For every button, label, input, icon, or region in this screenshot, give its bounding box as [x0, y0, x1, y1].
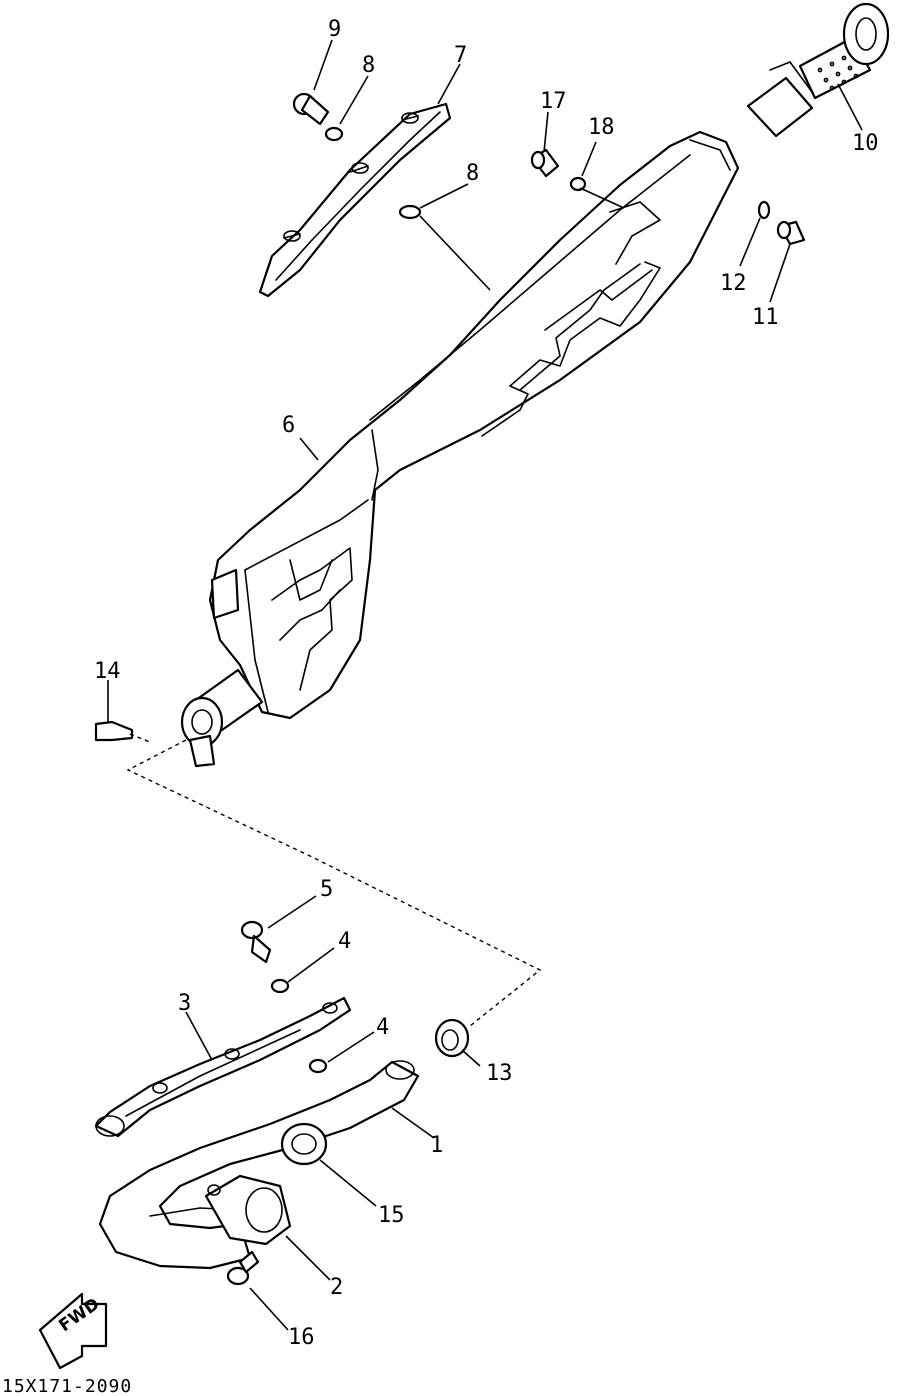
callout-10: 10	[852, 131, 879, 156]
callout-16: 16	[288, 1325, 315, 1350]
diagram-code: 15X171-2090	[2, 1376, 132, 1396]
part-3-lower-protector	[94, 996, 352, 1138]
callout-5: 5	[320, 877, 333, 902]
part-5-bolt	[240, 920, 272, 964]
callout-3: 3	[178, 991, 191, 1016]
callout-11: 11	[752, 305, 779, 330]
part-4-washer-lower	[308, 1058, 328, 1074]
part-7-upper-protector	[258, 102, 452, 298]
callout-15: 15	[378, 1203, 405, 1228]
callout-4: 4	[376, 1015, 389, 1040]
part-11-bolt	[776, 220, 806, 246]
callout-14: 14	[94, 659, 121, 684]
part-15-gasket	[280, 1122, 328, 1166]
part-18-washer	[569, 176, 587, 192]
part-9-bolt	[292, 92, 330, 126]
callout-8: 8	[362, 53, 375, 78]
callout-8: 8	[466, 161, 479, 186]
fwd-arrow-icon: FWD	[38, 1292, 108, 1370]
callout-7: 7	[454, 43, 467, 68]
part-14-bolt	[94, 720, 134, 742]
callout-labels: 9 8 7 17 18 8 10 12 11 6 14 5 4 3 4 13 1…	[94, 17, 879, 1350]
callout-12: 12	[720, 271, 747, 296]
callout-18: 18	[588, 115, 615, 140]
part-12-washer	[757, 200, 771, 220]
part-4-washer-upper	[270, 978, 290, 994]
callout-13: 13	[486, 1061, 513, 1086]
part-6-silencer	[180, 130, 740, 768]
callout-9: 9	[328, 17, 341, 42]
part-2-flange	[204, 1174, 292, 1246]
leader-lines	[107, 39, 863, 1331]
callout-6: 6	[282, 413, 295, 438]
callout-1: 1	[430, 1133, 443, 1158]
part-8-washer-upper	[324, 126, 344, 142]
callout-17: 17	[540, 89, 567, 114]
part-13-collar	[434, 1018, 470, 1058]
part-17-bolt	[530, 148, 560, 178]
assembly-dashed-lines	[126, 733, 542, 1027]
part-10-tail-pipe	[746, 2, 890, 138]
part-8-washer-lower	[398, 204, 422, 220]
part-16-bolt	[226, 1250, 260, 1286]
callout-4: 4	[338, 929, 351, 954]
callout-2: 2	[330, 1275, 343, 1300]
